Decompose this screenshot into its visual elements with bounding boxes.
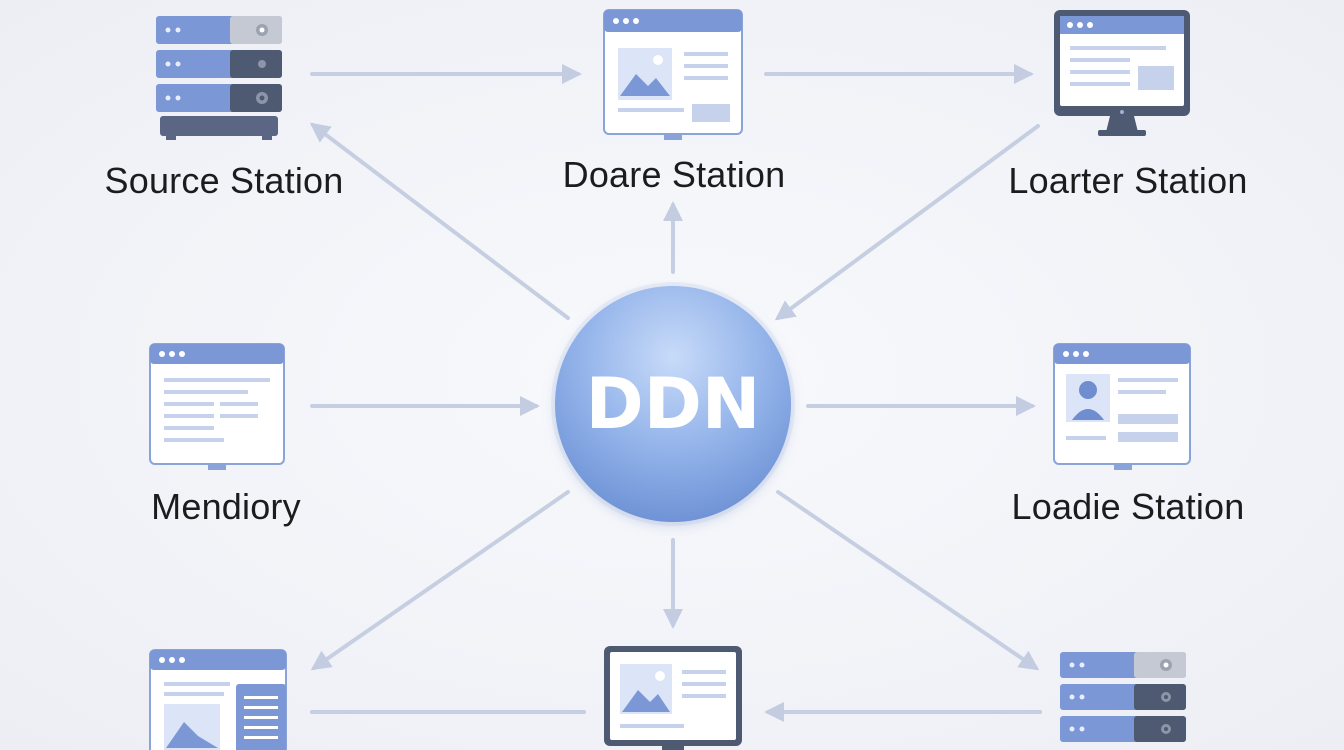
ddn-hub: DDN: [551, 282, 795, 526]
server-rack-icon: [156, 16, 282, 140]
node-label-doare-station: Doare Station: [562, 154, 786, 195]
connection-arrows: [309, 64, 1042, 722]
node-label-loarter-station: Loarter Station: [1008, 160, 1248, 201]
node-label-mendiory: Mendiory: [151, 486, 301, 527]
document-window-icon: [149, 343, 285, 470]
browser-with-sidebar-icon: [149, 649, 287, 750]
arrow-loarter-to-hub: [774, 124, 1040, 321]
profile-window-icon: [1053, 343, 1191, 470]
server-rack-icon: [1060, 652, 1186, 742]
hub-circle: [555, 286, 791, 522]
arrow-hub-to-bottom-left: [310, 490, 570, 671]
node-label-loadie-station: Loadie Station: [1011, 486, 1245, 527]
desktop-monitor-icon: [604, 646, 742, 750]
arrow-hub-to-source: [309, 122, 570, 320]
browser-window-icon: [603, 9, 743, 140]
node-label-source-station: Source Station: [104, 160, 344, 201]
arrow-hub-to-bottom-right: [776, 490, 1040, 671]
hub-label: DDN: [586, 363, 761, 445]
desktop-monitor-icon: [1054, 10, 1190, 136]
